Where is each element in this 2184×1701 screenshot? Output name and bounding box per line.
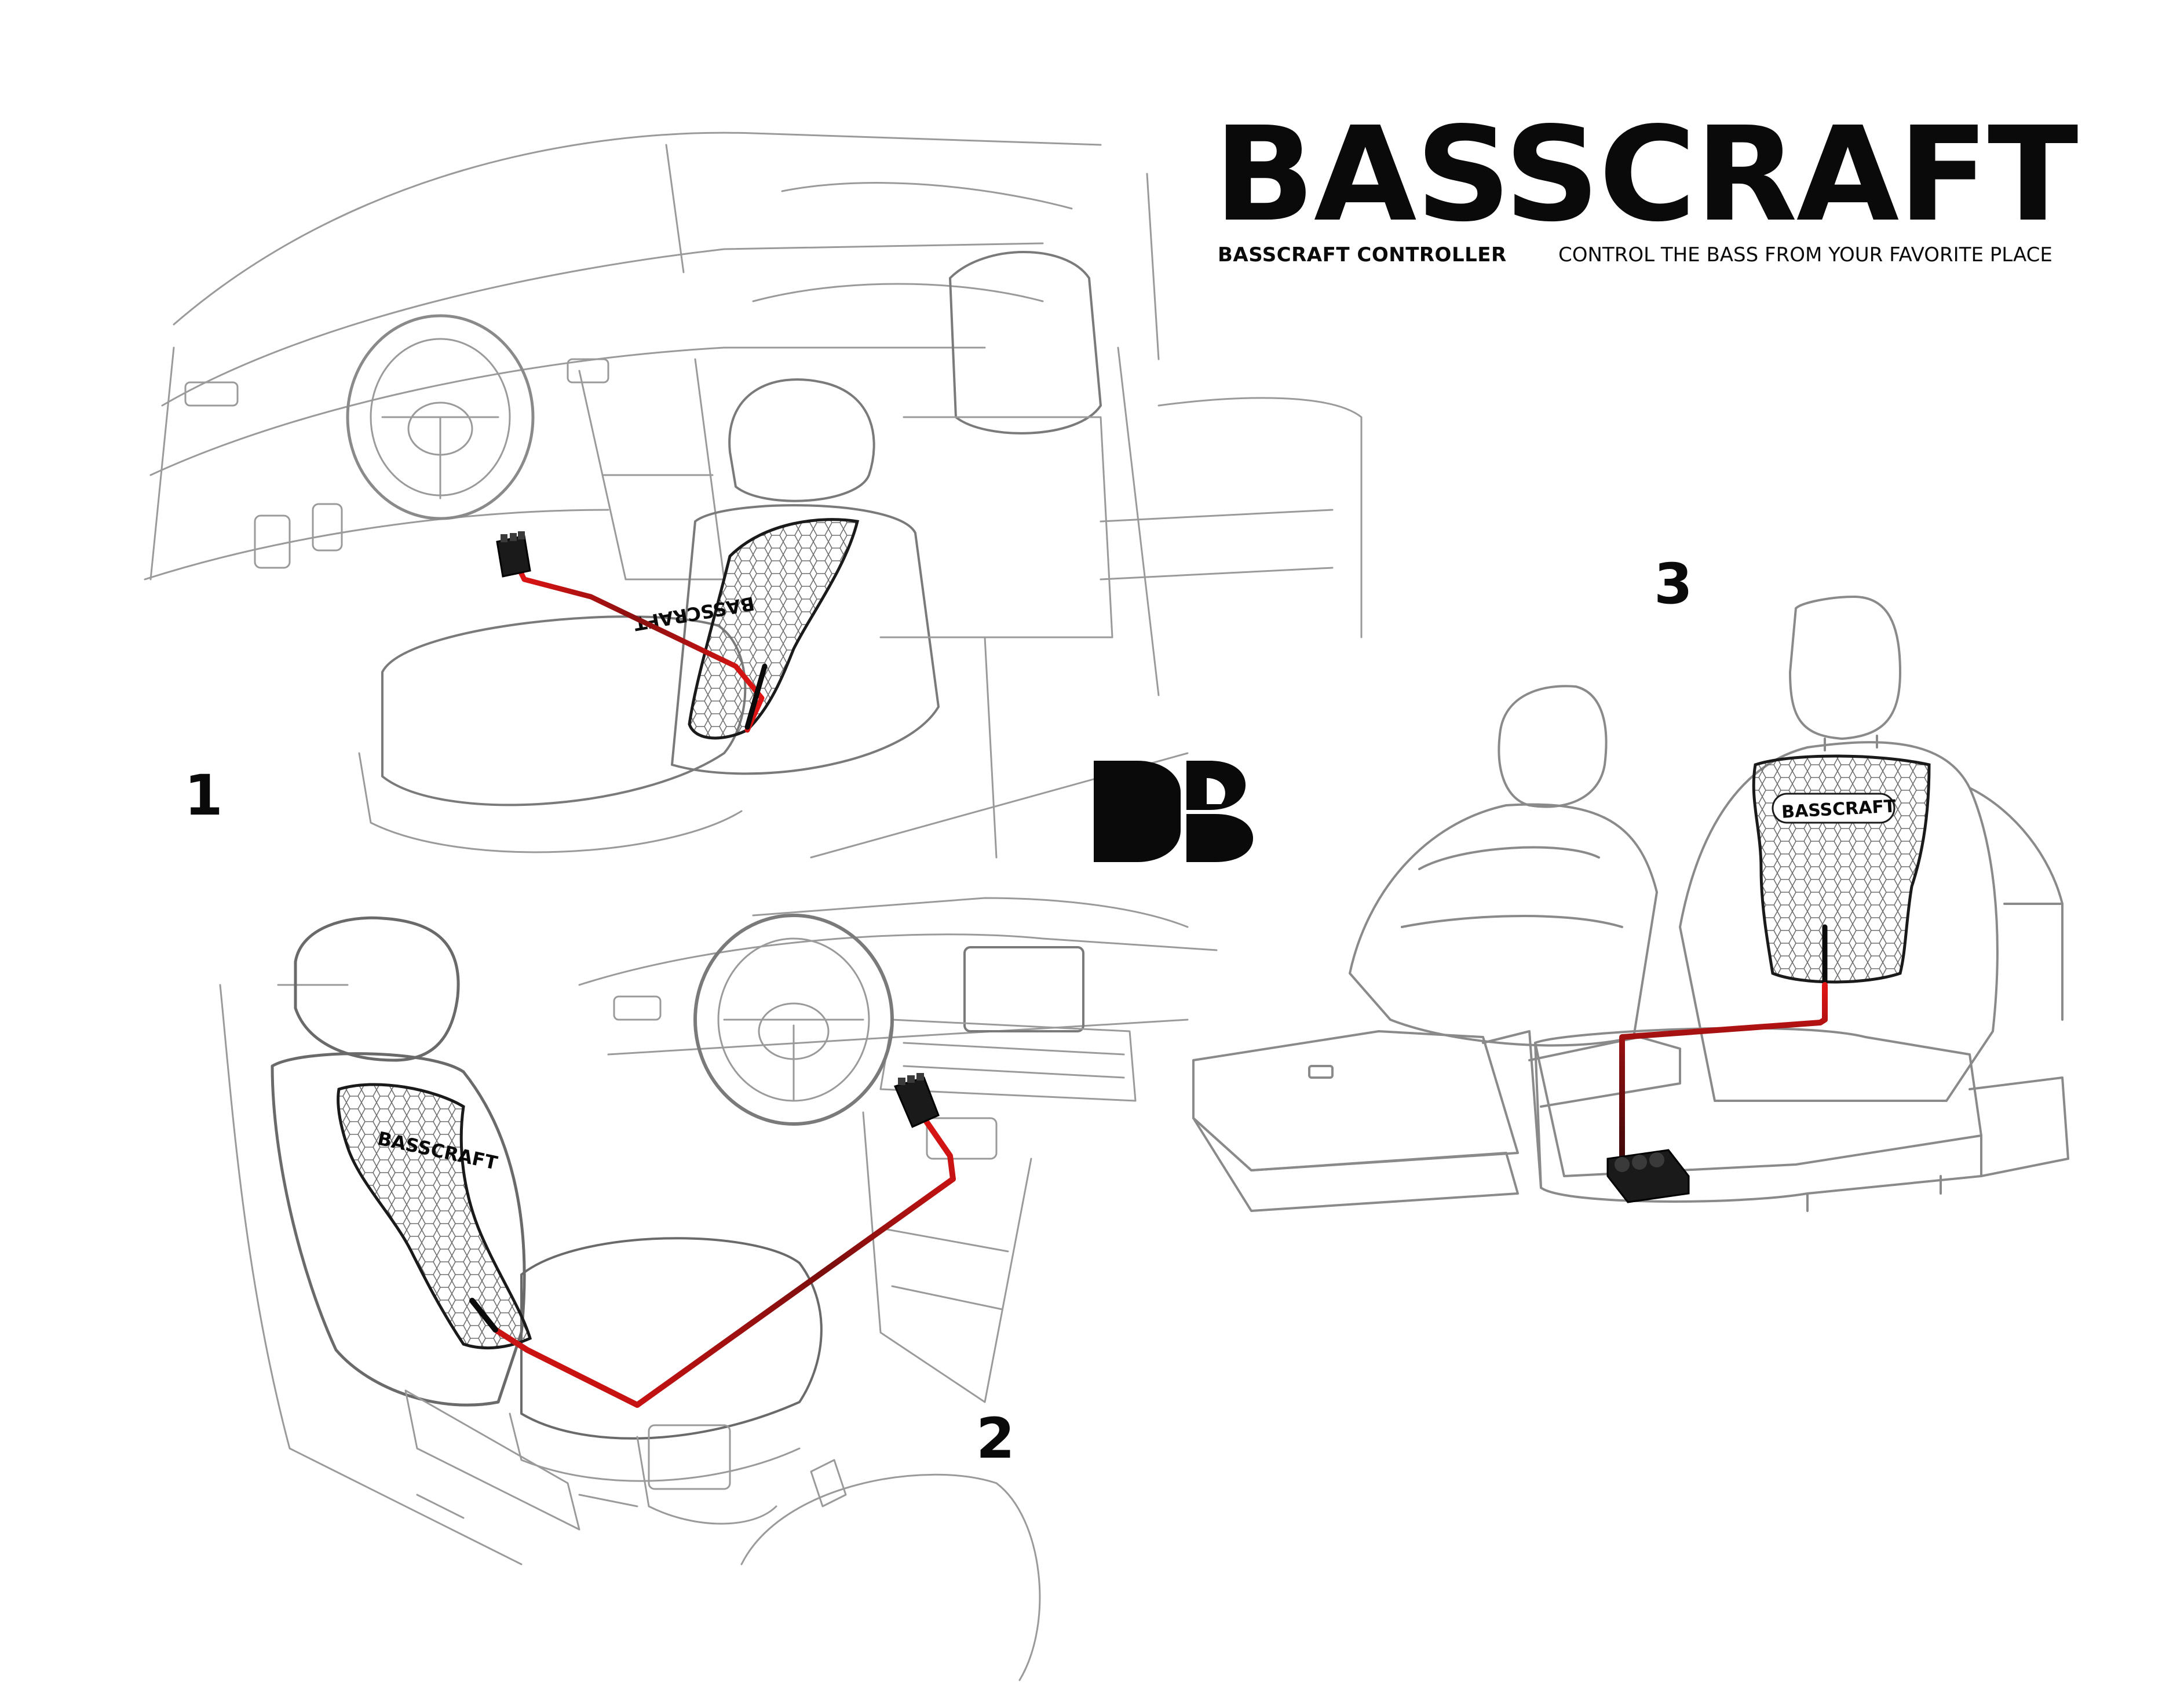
basscraft-logo-icon: [1094, 761, 1253, 862]
scene-3-seat-pad: BASSCRAFT: [1752, 754, 1931, 984]
scene-2-cabin: [219, 897, 1218, 1681]
scene-2-cable: [469, 1115, 956, 1408]
step-number-2: 2: [976, 1406, 1015, 1471]
scene-1-cabin: [144, 132, 1363, 859]
step-number-1: 1: [184, 763, 223, 828]
scene-3-seats: [1192, 596, 2069, 1212]
scene-3-cable: [1619, 924, 1828, 1167]
tagline: CONTROL THE BASS FROM YOUR FAVORITE PLAC…: [1558, 243, 2052, 267]
scene-2-controller-box-icon: [893, 1073, 940, 1128]
scene-3-controller-box-icon: [1606, 1149, 1690, 1203]
scene-1-cable: [510, 553, 768, 733]
brand-title: BASSCRAFT: [1214, 99, 2079, 251]
scene-2-seat-pad: BASSCRAFT: [337, 1083, 532, 1349]
scene-1-seat-pad: BASSCRAFT: [632, 518, 860, 740]
scene-1-controller-box-icon: [496, 531, 531, 578]
step-number-3: 3: [1654, 552, 1693, 616]
product-name: BASSCRAFT CONTROLLER: [1218, 243, 1507, 267]
